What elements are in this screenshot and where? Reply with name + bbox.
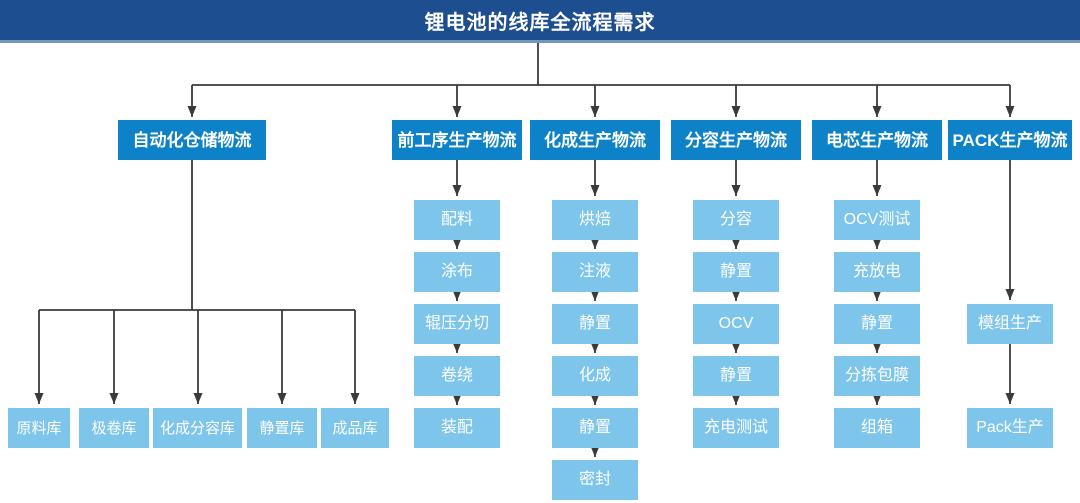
- step-node: 配料: [414, 200, 500, 240]
- warehouse-node: 化成分容库: [153, 408, 242, 448]
- step-node: OCV: [693, 304, 779, 344]
- step-node: 辊压分切: [414, 304, 500, 344]
- step-node: 分拣包膜: [834, 356, 920, 396]
- step-node: 分容: [693, 200, 779, 240]
- step-node: 化成: [552, 356, 638, 396]
- step-node: 组箱: [834, 408, 920, 448]
- step-node: 静置: [693, 356, 779, 396]
- step-node: 密封: [552, 460, 638, 500]
- warehouse-node: 静置库: [247, 408, 317, 448]
- step-node: 充放电: [834, 252, 920, 292]
- branch-node-warehouse-logistics: 自动化仓储物流: [118, 120, 266, 160]
- warehouse-node: 原料库: [8, 408, 70, 448]
- step-node: 卷绕: [414, 356, 500, 396]
- step-node: 静置: [834, 304, 920, 344]
- step-node: 涂布: [414, 252, 500, 292]
- step-node: 模组生产: [967, 304, 1053, 344]
- warehouse-node: 成品库: [321, 408, 389, 448]
- branch-node-grading-logistics: 分容生产物流: [671, 120, 801, 160]
- step-node: 静置: [552, 304, 638, 344]
- step-node: 注液: [552, 252, 638, 292]
- step-node: 静置: [693, 252, 779, 292]
- page-title: 锂电池的线库全流程需求: [0, 0, 1080, 43]
- warehouse-node: 极卷库: [79, 408, 149, 448]
- branch-node-formation-logistics: 化成生产物流: [530, 120, 660, 160]
- step-node: 充电测试: [693, 408, 779, 448]
- step-node: Pack生产: [967, 408, 1053, 448]
- branch-node-pack-logistics: PACK生产物流: [948, 120, 1072, 160]
- step-node: 烘焙: [552, 200, 638, 240]
- branch-node-front-process-logistics: 前工序生产物流: [392, 120, 522, 160]
- step-node: 装配: [414, 408, 500, 448]
- branch-node-cell-logistics: 电芯生产物流: [812, 120, 942, 160]
- step-node: OCV测试: [834, 200, 920, 240]
- step-node: 静置: [552, 408, 638, 448]
